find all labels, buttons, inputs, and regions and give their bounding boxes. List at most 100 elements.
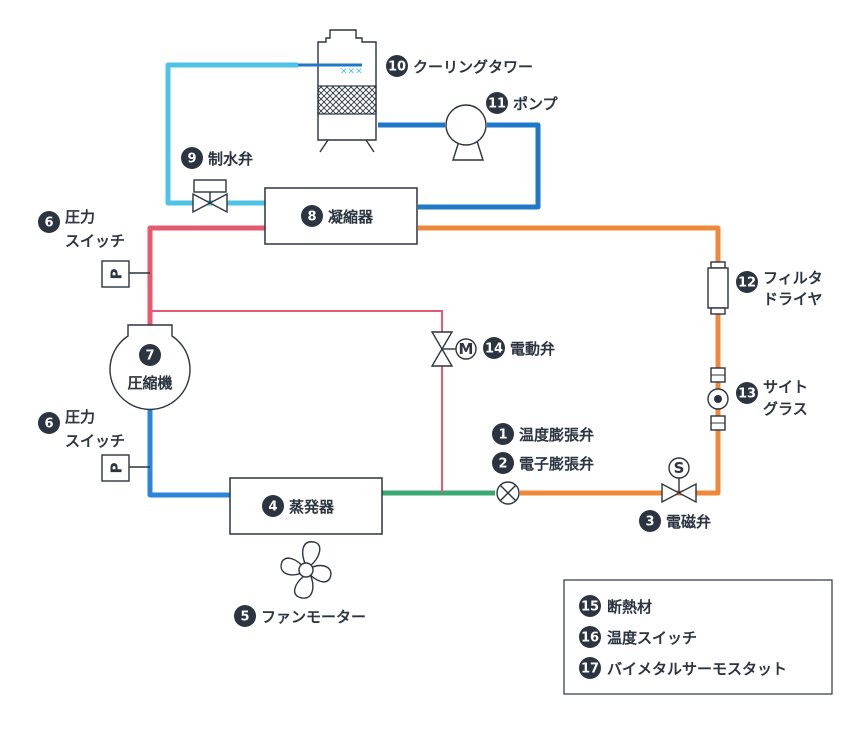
component-c2-label: 電子膨張弁 bbox=[519, 455, 594, 473]
filter-drier[interactable] bbox=[707, 261, 729, 315]
component-c10-label: クーリングタワー bbox=[413, 58, 533, 76]
component-c2-badge bbox=[492, 452, 514, 474]
component-c9-number: 9 bbox=[187, 152, 196, 167]
filter-drier-cap-top bbox=[710, 261, 726, 269]
cooling-tower-leg-right bbox=[365, 139, 375, 153]
component-c7-number: 7 bbox=[145, 349, 154, 364]
suction-pipe bbox=[147, 398, 230, 498]
component-c12-label-line2: ドライヤ bbox=[763, 290, 823, 308]
filter-drier-body bbox=[707, 267, 729, 309]
component-c3-label: 電磁弁 bbox=[666, 513, 711, 531]
component-c2-number: 2 bbox=[498, 457, 507, 472]
cooling-tower[interactable]: ✕✕✕ bbox=[298, 29, 377, 153]
evaporator-box[interactable] bbox=[229, 477, 383, 535]
pressure-switch-upper-box[interactable] bbox=[101, 260, 130, 288]
condenser-box[interactable] bbox=[264, 187, 418, 245]
component-c13-number: 13 bbox=[738, 387, 756, 402]
component-c13-label-line2: グラス bbox=[763, 400, 808, 418]
expansion-valve-cross-b bbox=[499, 484, 517, 502]
component-c14-label: 電動弁 bbox=[510, 340, 555, 358]
sight-glass-indicator bbox=[714, 395, 722, 403]
legend-item-17-number: 17 bbox=[581, 662, 599, 677]
component-c11-label: ポンプ bbox=[513, 95, 559, 113]
pressure-switch-lower-symbol: P bbox=[108, 463, 126, 474]
component-c6b-label-line1: 圧力 bbox=[65, 408, 95, 426]
compressor[interactable] bbox=[109, 324, 191, 411]
component-c10-badge bbox=[386, 55, 408, 77]
component-c11-number: 11 bbox=[488, 97, 506, 112]
solenoid-valve-body bbox=[661, 482, 697, 504]
component-c6a-number: 6 bbox=[44, 216, 53, 231]
component-c5-label: ファンモーター bbox=[261, 608, 366, 626]
component-c6b-label-line2: スイッチ bbox=[65, 432, 125, 450]
legend-box bbox=[563, 579, 833, 695]
component-c8-label: 凝縮器 bbox=[328, 208, 374, 226]
component-c1-number: 1 bbox=[498, 428, 507, 443]
cooling-tower-leg-left bbox=[319, 139, 329, 153]
component-c5-badge bbox=[234, 605, 256, 627]
cooling-water-supply-pipe bbox=[165, 62, 298, 206]
pressure-switch-lower-box[interactable] bbox=[101, 454, 130, 482]
component-c4-label: 蒸発器 bbox=[289, 498, 335, 516]
component-c3-badge bbox=[639, 510, 661, 532]
component-c6a-badge bbox=[38, 211, 60, 233]
component-c6b-number: 6 bbox=[44, 417, 53, 432]
legend-item-16-label: 温度スイッチ bbox=[607, 629, 697, 647]
component-c9-badge bbox=[181, 147, 203, 169]
component-c7-badge bbox=[139, 344, 161, 366]
component-c7-label: 圧縮機 bbox=[127, 374, 172, 392]
solenoid-symbol: S bbox=[674, 459, 685, 477]
component-c6a-label-line2: スイッチ bbox=[65, 232, 125, 250]
water-valve-body bbox=[192, 192, 228, 214]
component-c13-label-line1: サイト bbox=[763, 378, 808, 396]
component-c14-badge bbox=[483, 337, 505, 359]
component-c12-number: 12 bbox=[738, 276, 756, 291]
solenoid-valve[interactable] bbox=[661, 457, 697, 504]
component-c6a-label-line1: 圧力 bbox=[65, 208, 95, 226]
component-c8-badge bbox=[301, 205, 323, 227]
cooling-tower-spray-marks: ✕✕✕ bbox=[340, 67, 363, 77]
component-c11-badge bbox=[486, 92, 508, 114]
component-c4-number: 4 bbox=[268, 500, 277, 515]
component-c14-number: 14 bbox=[485, 342, 503, 357]
cooling-tower-fill-media bbox=[317, 85, 377, 115]
liquid-line-pipe bbox=[418, 225, 721, 496]
discharge-pipe bbox=[147, 225, 265, 325]
hot-gas-bypass-pipe bbox=[150, 310, 443, 493]
cooling-tower-body bbox=[317, 29, 377, 141]
component-c10-number: 10 bbox=[388, 60, 406, 75]
component-c13-badge bbox=[736, 382, 758, 404]
pressure-switch-upper-symbol: P bbox=[108, 269, 126, 280]
legend-item-15-number: 15 bbox=[581, 600, 599, 615]
component-c4-badge bbox=[262, 495, 284, 517]
component-c3-number: 3 bbox=[645, 515, 654, 530]
component-c5-number: 5 bbox=[240, 610, 249, 625]
motor-symbol: M bbox=[459, 340, 474, 358]
legend-item-16-number: 16 bbox=[581, 631, 599, 646]
expansion-valve[interactable] bbox=[496, 481, 520, 505]
water-valve-actuator bbox=[193, 179, 227, 193]
component-c9-label: 制水弁 bbox=[208, 150, 253, 168]
motorized-valve[interactable] bbox=[430, 331, 477, 367]
piping bbox=[147, 62, 721, 498]
legend-item-15-label: 断熱材 bbox=[607, 598, 652, 616]
component-c1-label: 温度膨張弁 bbox=[519, 426, 594, 444]
component-c1-badge bbox=[492, 423, 514, 445]
component-c8-number: 8 bbox=[307, 210, 316, 225]
filter-drier-cap-bottom bbox=[710, 307, 726, 315]
legend-item-17-label: バイメタルサーモスタット bbox=[607, 660, 787, 678]
component-c12-label-line1: フィルタ bbox=[763, 269, 823, 287]
motorized-valve-motor bbox=[455, 338, 477, 360]
sight-glass[interactable] bbox=[707, 367, 729, 431]
legend-item-17-badge bbox=[579, 657, 601, 679]
fan-icon bbox=[280, 541, 332, 599]
legend-item-15-badge bbox=[579, 595, 601, 617]
compressor-body bbox=[109, 324, 191, 411]
pump-casing bbox=[445, 104, 487, 146]
legend-item-16-badge bbox=[579, 626, 601, 648]
water-regulating-valve[interactable] bbox=[192, 179, 228, 214]
component-c6b-badge bbox=[38, 412, 60, 434]
pump[interactable] bbox=[445, 104, 487, 161]
component-c12-badge bbox=[736, 271, 758, 293]
